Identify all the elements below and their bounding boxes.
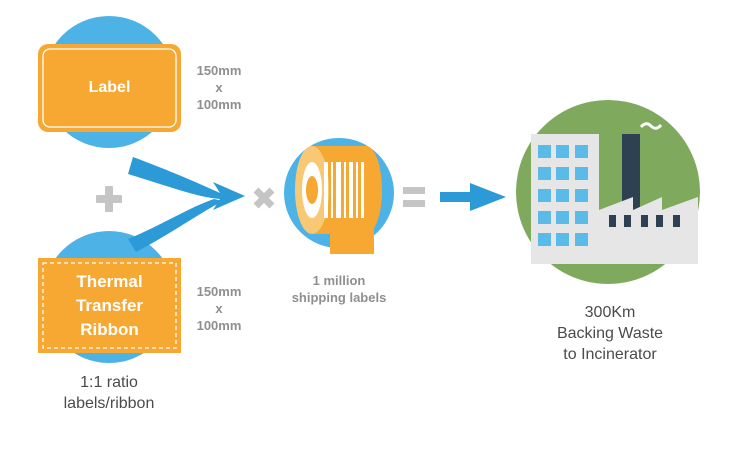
dimension-line: x: [215, 301, 223, 316]
label-dimensions: 150mm x 100mm: [184, 62, 254, 113]
result-caption: 300Km Backing Waste to Incinerator: [530, 302, 690, 365]
equals-icon: [403, 187, 425, 207]
label-roll-icon: [284, 138, 394, 254]
dimension-line: 100mm: [196, 318, 242, 333]
ribbon-box-text: Thermal Transfer Ribbon: [38, 270, 181, 342]
caption-line: to Incinerator: [563, 346, 657, 363]
dimension-line: 150mm: [196, 284, 242, 299]
label-card-icon: [38, 16, 181, 148]
caption-line: labels/ribbon: [63, 395, 155, 412]
caption-line: Backing Waste: [556, 325, 664, 342]
ribbon-line: Thermal: [76, 272, 143, 291]
roll-caption: 1 million shipping labels: [274, 272, 404, 306]
caption-line: shipping labels: [291, 290, 387, 305]
label-box-text: Label: [88, 79, 131, 96]
ribbon-dimensions: 150mm x 100mm: [184, 283, 254, 334]
factory-icon: [516, 100, 700, 284]
ribbon-card-icon: [38, 231, 181, 363]
caption-line: 1:1 ratio: [80, 374, 138, 391]
times-icon: [253, 187, 275, 209]
ribbon-line: Ribbon: [80, 320, 139, 339]
caption-line: 1 million: [312, 273, 366, 288]
caption-line: 300Km: [584, 304, 636, 321]
plus-icon: [96, 186, 122, 212]
dimension-line: x: [215, 80, 223, 95]
dimension-line: 150mm: [196, 63, 242, 78]
arrow-right-icon: [440, 183, 506, 211]
ribbon-line: Transfer: [75, 296, 144, 315]
merging-arrow-icon: [128, 157, 245, 252]
ratio-caption: 1:1 ratio labels/ribbon: [34, 372, 184, 414]
dimension-line: 100mm: [196, 97, 242, 112]
